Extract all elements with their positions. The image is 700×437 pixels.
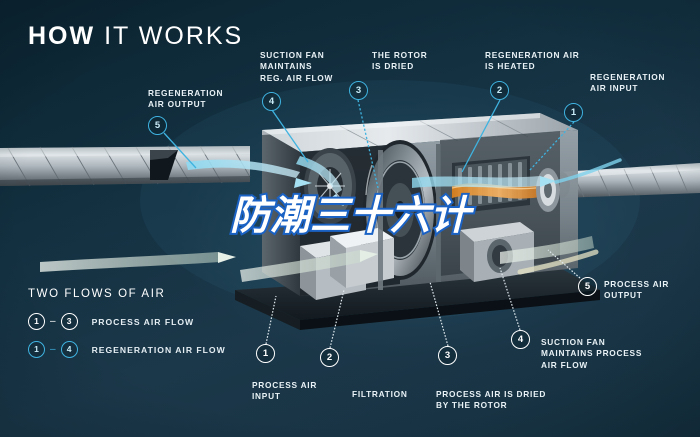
legend-label-process-air-flow: PROCESS AIR FLOW xyxy=(91,316,195,327)
callout-label-filtration: FILTRATION xyxy=(352,389,408,399)
callout-label-suction-fan-process: SUCTION FAN MAINTAINS PROCESS AIR FLOW xyxy=(541,337,643,370)
marker-process-air-output[interactable]: 5 xyxy=(578,277,597,296)
callout-label-regeneration-air-heated: REGENERATION AIR IS HEATED xyxy=(485,50,580,72)
callout-label-process-air-output: PROCESS AIR OUTPUT xyxy=(604,279,670,301)
watermark-text: 防潮三十六计 xyxy=(228,193,472,239)
marker-rotor-is-dried[interactable]: 3 xyxy=(349,81,368,100)
legend-circle-from: 1 xyxy=(28,341,45,358)
page-title-light: IT WORKS xyxy=(104,22,244,50)
legend-title: TWO FLOWS OF AIR xyxy=(28,288,166,300)
left-duct xyxy=(0,145,251,187)
page-title-bold: HOW xyxy=(28,22,96,50)
callout-label-regeneration-air-output: REGENERATION AIR OUTPUT xyxy=(148,88,224,110)
legend-row-regeneration-air-flow: 1 – 4 REGENERATION AIR FLOW xyxy=(28,341,226,358)
callout-label-process-air-dried: PROCESS AIR IS DRIED BY THE ROTOR xyxy=(436,389,547,411)
marker-process-air-input[interactable]: 1 xyxy=(256,344,275,363)
legend-label-regeneration-air-flow: REGENERATION AIR FLOW xyxy=(91,344,226,355)
legend-dash: – xyxy=(50,316,56,327)
legend-circle-from: 1 xyxy=(28,313,45,330)
marker-filtration[interactable]: 2 xyxy=(320,348,339,367)
callout-label-regeneration-air-input: REGENERATION AIR INPUT xyxy=(590,72,666,94)
right-duct xyxy=(554,163,700,198)
legend-row-process-air-flow: 1 – 3 PROCESS AIR FLOW xyxy=(28,313,226,330)
marker-suction-fan-reg[interactable]: 4 xyxy=(262,92,281,111)
callout-label-process-air-input: PROCESS AIR INPUT xyxy=(252,380,318,402)
legend-dash: – xyxy=(50,344,56,355)
marker-process-air-dried[interactable]: 3 xyxy=(438,346,457,365)
callout-label-suction-fan-reg: SUCTION FAN MAINTAINS REG. AIR FLOW xyxy=(260,50,334,83)
legend-circle-to: 4 xyxy=(60,341,78,358)
legend: TWO FLOWS OF AIR 1 – 3 PROCESS AIR FLOW … xyxy=(28,288,226,369)
marker-suction-fan-process[interactable]: 4 xyxy=(511,330,530,349)
marker-regeneration-air-output[interactable]: 5 xyxy=(148,116,167,135)
marker-regeneration-air-heated[interactable]: 2 xyxy=(490,81,509,100)
callout-label-rotor-is-dried: THE ROTOR IS DRIED xyxy=(372,50,428,72)
marker-regeneration-air-input[interactable]: 1 xyxy=(564,103,583,122)
airflow-process xyxy=(40,236,599,282)
legend-circle-to: 3 xyxy=(60,313,78,330)
page-title: HOW IT WORKS xyxy=(28,22,243,51)
machine-base xyxy=(235,268,600,330)
